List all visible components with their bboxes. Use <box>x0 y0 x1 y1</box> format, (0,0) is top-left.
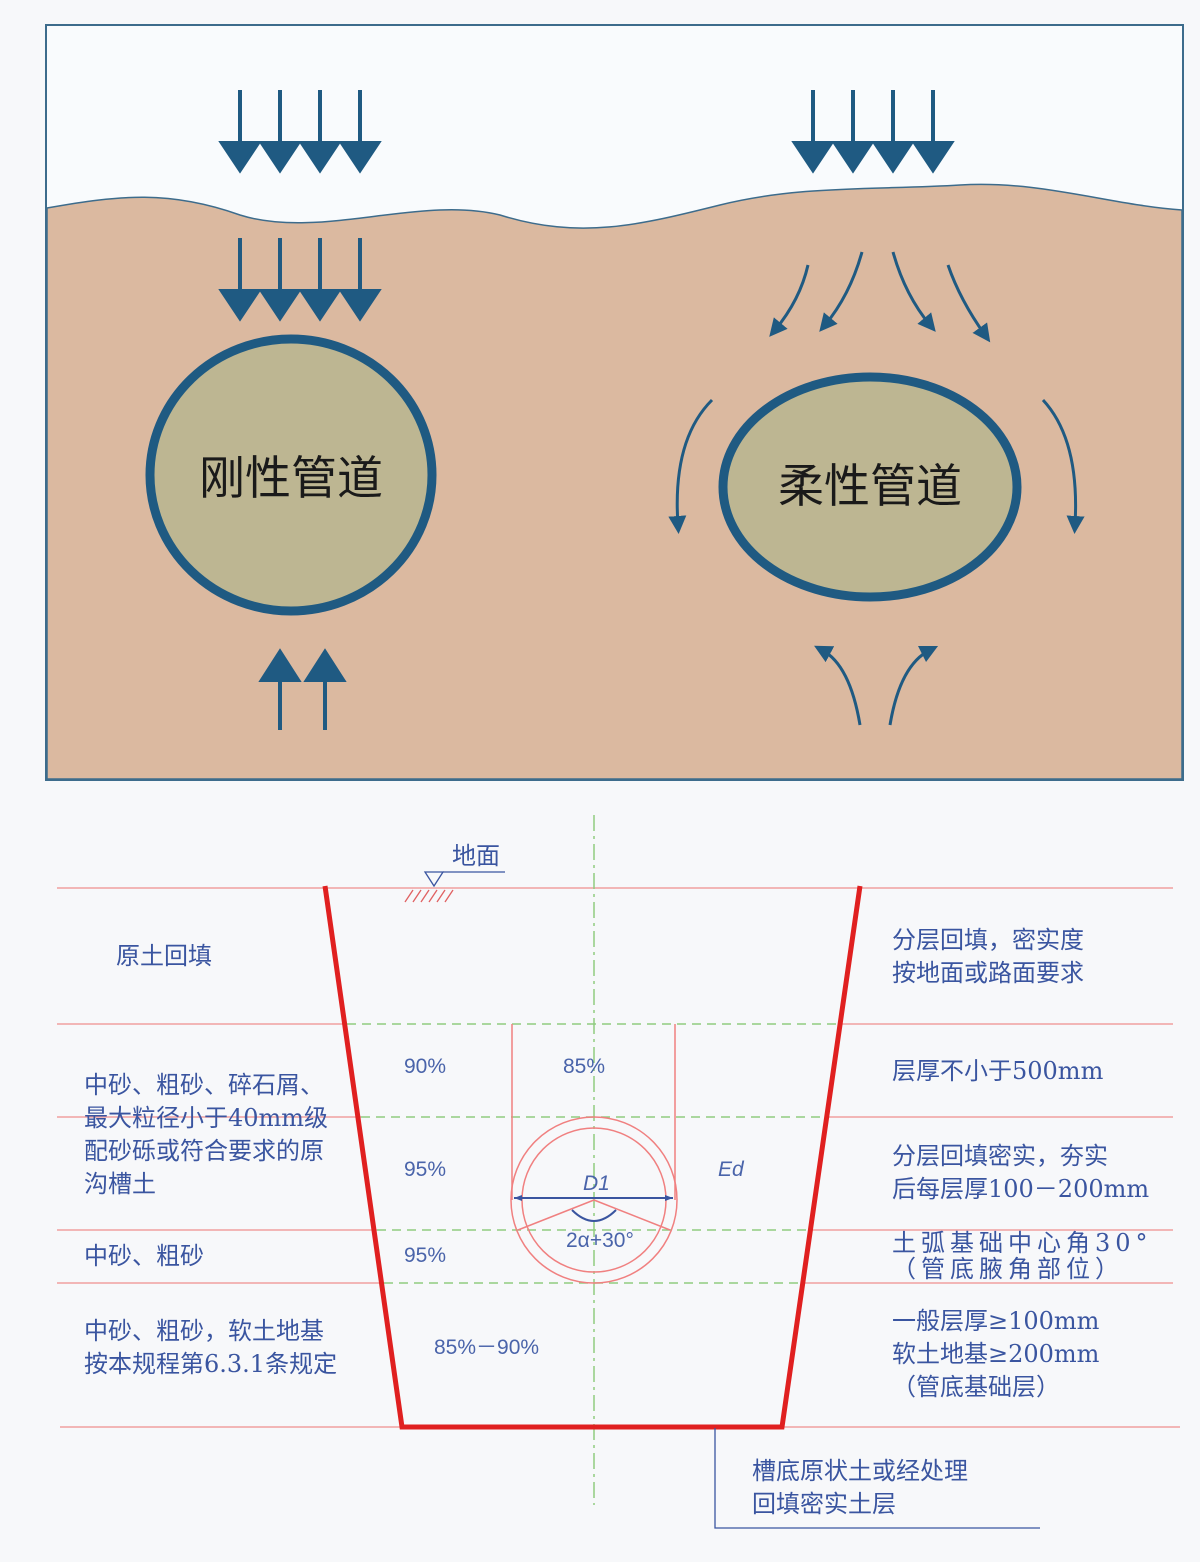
right-label-compact: 分层回填密实，夯实 <box>892 1142 1108 1170</box>
flexible-pipe-label: 柔性管道 <box>778 459 962 513</box>
bottom-note: 槽底原状土或经处理 <box>752 1457 968 1485</box>
flexible-pipe <box>718 372 1022 602</box>
angle-arc <box>571 1209 617 1222</box>
right-label-base: 一般层厚≥100mm <box>892 1307 1100 1335</box>
ground-label: 地面 <box>452 842 500 870</box>
left-label-base: 按本规程第6.3.1条规定 <box>84 1350 337 1378</box>
left-label-backfill: 原土回填 <box>116 942 212 970</box>
left-label-sand: 中砂、粗砂、碎石屑、 <box>84 1071 324 1099</box>
right-label-base: 软土地基≥200mm <box>892 1340 1100 1368</box>
surface-load-arrows-left <box>218 90 382 174</box>
pipe-zone-box <box>510 1024 678 1284</box>
soil-modulus-label: Ed <box>718 1158 745 1181</box>
soil-load-arrows-left <box>218 238 382 322</box>
reaction-arrows-left <box>258 648 347 730</box>
right-label-top: 分层回填，密实度 <box>892 926 1084 954</box>
right-label-top: 按地面或路面要求 <box>892 959 1084 987</box>
compaction-center-upper: 85% <box>563 1055 605 1078</box>
bottom-note: 回填密实土层 <box>752 1490 896 1518</box>
left-label-sand: 最大粒径小于40mm级 <box>84 1104 328 1132</box>
rigid-pipe-label: 刚性管道 <box>199 451 383 505</box>
surface-load-arrows-right <box>791 90 955 174</box>
compaction-base: 85%－90% <box>434 1336 539 1359</box>
pipe-diameter-label: D1 <box>583 1172 610 1195</box>
right-label-base: （管底基础层） <box>892 1373 1060 1401</box>
compaction-side-upper: 90% <box>404 1055 446 1078</box>
angle-label: 2α+30° <box>566 1229 634 1252</box>
load-comparison-panel: 刚性管道 柔性管道 <box>45 24 1184 781</box>
soil-layer <box>46 183 1183 780</box>
ground-symbol <box>404 871 505 903</box>
note-leader <box>714 1428 1040 1529</box>
compaction-side-middle: 95% <box>404 1158 446 1181</box>
right-label-compact: 后每层厚100－200mm <box>892 1175 1149 1203</box>
left-label-base: 中砂、粗砂，软土地基 <box>84 1317 324 1345</box>
compaction-side-lower: 95% <box>404 1244 446 1267</box>
rigid-pipe <box>145 334 437 616</box>
deflected-load-arrows-right <box>668 251 1085 726</box>
left-label-sand: 沟槽土 <box>84 1170 156 1198</box>
left-label-sand: 配砂砾或符合要求的原 <box>84 1137 324 1165</box>
right-label-thickness: 层厚不小于500mm <box>892 1057 1104 1085</box>
trench-section-diagram: 地面 原土回填 中砂、粗砂、碎石屑、 最大粒径小于40mm级 配砂砾或符合要求的… <box>57 815 1180 1529</box>
trench-outline <box>322 885 863 1430</box>
right-label-arc: （管底腋角部位） <box>892 1255 1124 1283</box>
right-label-arc: 土弧基础中心角30° <box>892 1229 1153 1257</box>
left-label-bedding: 中砂、粗砂 <box>84 1242 204 1270</box>
